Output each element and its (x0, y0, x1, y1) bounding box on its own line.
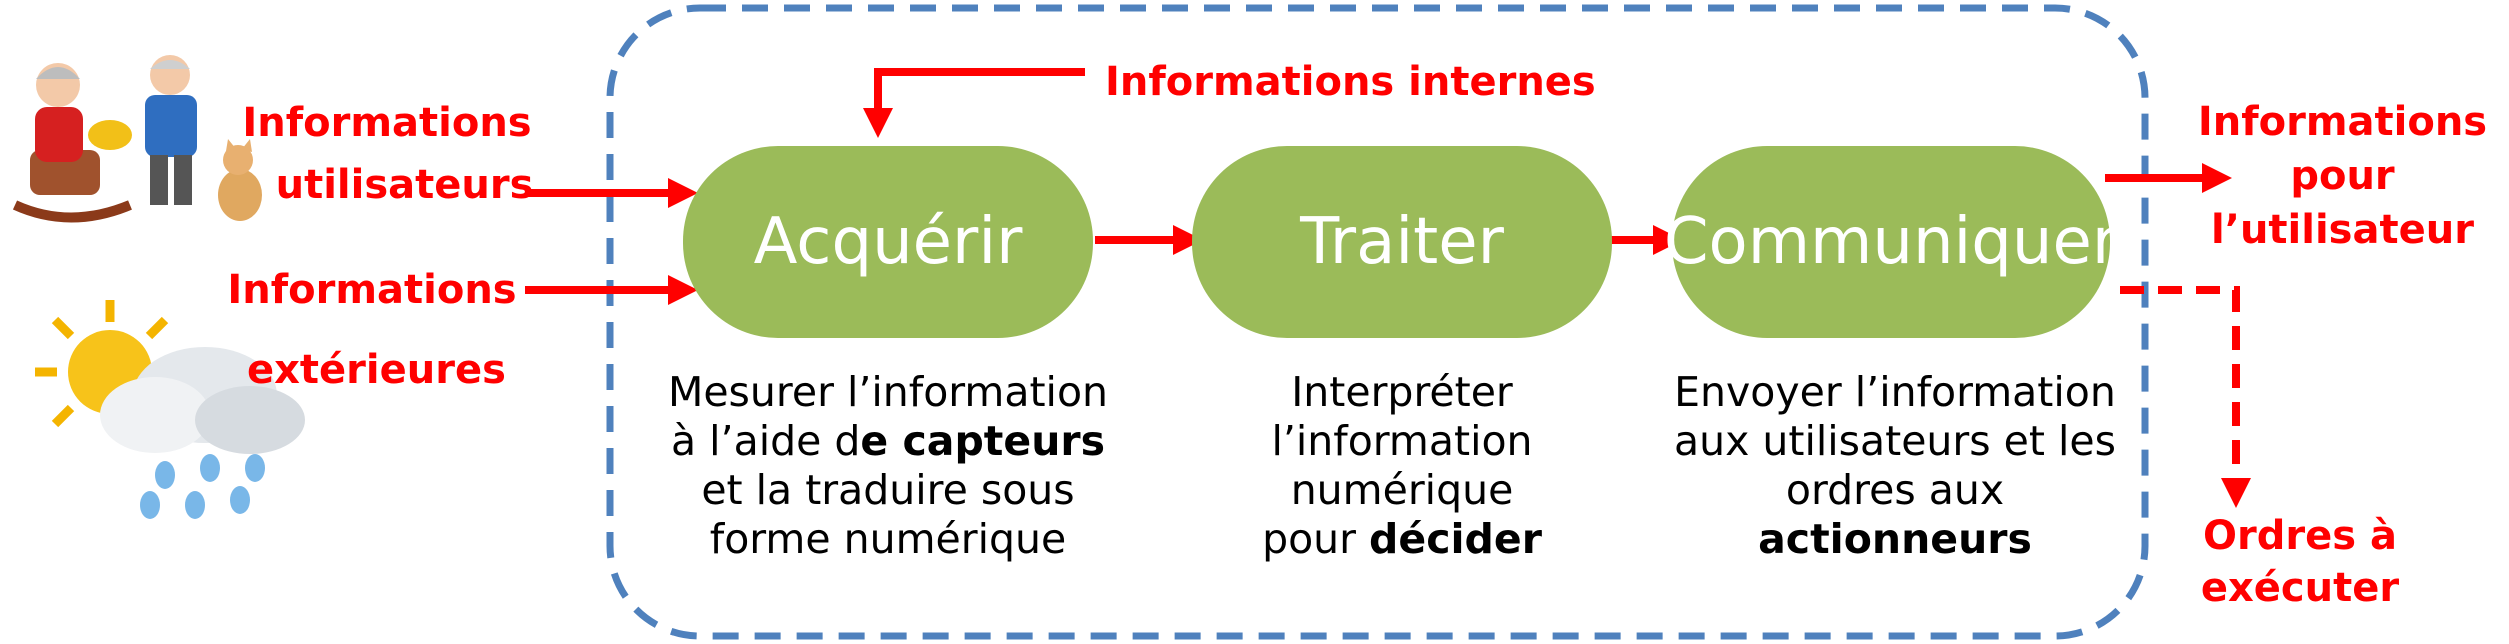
acquire-desc-line2-bold: e capteurs (860, 417, 1105, 465)
acquire-description: Mesurer l’information à l’aide de capteu… (628, 368, 1148, 564)
acquire-desc-line3: et la traduire sous (628, 466, 1148, 515)
orders-line2: exécuter (2170, 562, 2430, 614)
process-desc-line4: pour décider (1162, 515, 1642, 564)
orders-line1: Ordres à (2170, 510, 2430, 562)
output-user-label: Informations pour l’utilisateur (2180, 95, 2505, 257)
process-desc-line4-bold: décider (1369, 515, 1542, 563)
user-info-label: Informations utilisateurs (222, 98, 552, 210)
output-user-line3: l’utilisateur (2180, 203, 2505, 257)
external-info-line2: extérieures (222, 345, 552, 395)
communicate-desc-line3: ordres aux (1645, 466, 2145, 515)
acquire-desc-line4: forme numérique (628, 515, 1148, 564)
acquire-desc-line2: à l’aide de capteurs (628, 417, 1148, 466)
step-communicate: Communiquer (1672, 146, 2110, 338)
output-user-line2: pour (2180, 149, 2505, 203)
communicate-desc-line4: actionneurs (1645, 515, 2145, 564)
external-info-line1: Informations (222, 265, 552, 315)
acquire-desc-line2-text: à l’aide d (671, 417, 860, 465)
process-desc-line2: l’information (1162, 417, 1642, 466)
process-desc-line3: numérique (1162, 466, 1642, 515)
external-info-label: Informations extérieures (222, 265, 552, 395)
internal-info-arrow (878, 72, 1085, 128)
output-user-line1: Informations (2180, 95, 2505, 149)
orders-label: Ordres à exécuter (2170, 510, 2430, 614)
internal-info-label: Informations internes (1105, 57, 1596, 107)
process-description: Interpréter l’information numérique pour… (1162, 368, 1642, 564)
acquire-desc-line1: Mesurer l’information (628, 368, 1148, 417)
communicate-desc-line1: Envoyer l’information (1645, 368, 2145, 417)
communicate-description: Envoyer l’information aux utilisateurs e… (1645, 368, 2145, 564)
communicate-desc-line4-bold: actionneurs (1758, 515, 2032, 563)
process-desc-line4-text: pour (1262, 515, 1369, 563)
step-process: Traiter (1192, 146, 1612, 338)
process-desc-line1: Interpréter (1162, 368, 1642, 417)
user-info-line1: Informations (222, 98, 552, 148)
step-acquire: Acquérir (683, 146, 1093, 338)
communicate-desc-line2: aux utilisateurs et les (1645, 417, 2145, 466)
user-info-line2: utilisateurs (222, 160, 552, 210)
